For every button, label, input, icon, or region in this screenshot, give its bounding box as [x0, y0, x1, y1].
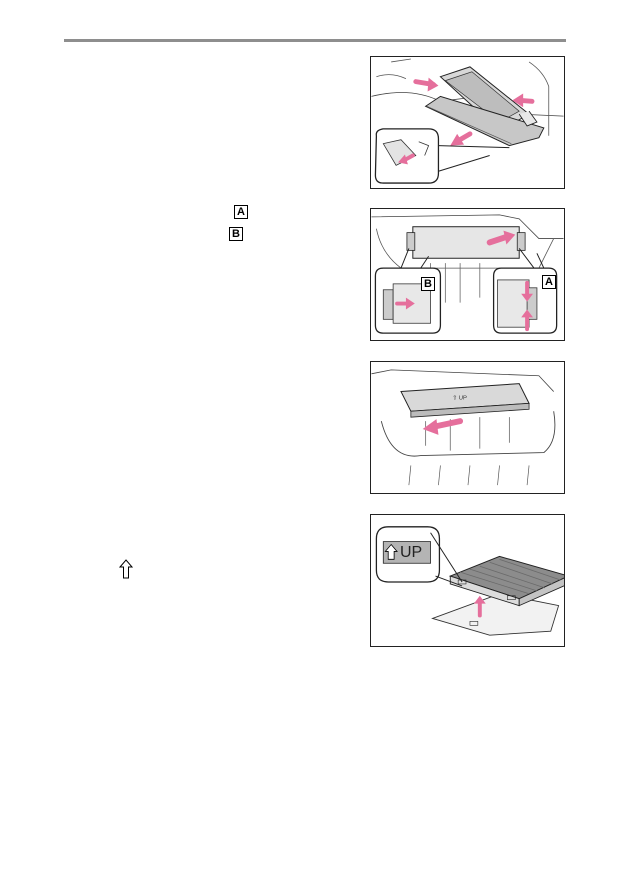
figure-marker-b: B — [421, 277, 435, 291]
filter-removal-illustration: ⇧ UP — [371, 369, 556, 486]
filter-up-mark-illustration — [375, 526, 564, 636]
figure-filter-removal: ⇧ UP — [370, 361, 565, 494]
figure-glove-box — [370, 56, 565, 189]
filter-up-label: UP — [400, 544, 423, 561]
filter-cover-illustration — [371, 214, 564, 334]
glove-box-illustration — [371, 58, 564, 184]
marker-a-label: A — [234, 205, 248, 219]
figure-marker-a: A — [542, 275, 556, 289]
marker-b-label: B — [229, 227, 243, 241]
svg-text:⇧ UP: ⇧ UP — [452, 394, 467, 401]
figure-filter-up-mark: UP — [370, 514, 565, 647]
figure-filter-cover: B A — [370, 208, 565, 341]
header-rule — [64, 39, 566, 42]
up-arrow-icon — [119, 559, 133, 579]
